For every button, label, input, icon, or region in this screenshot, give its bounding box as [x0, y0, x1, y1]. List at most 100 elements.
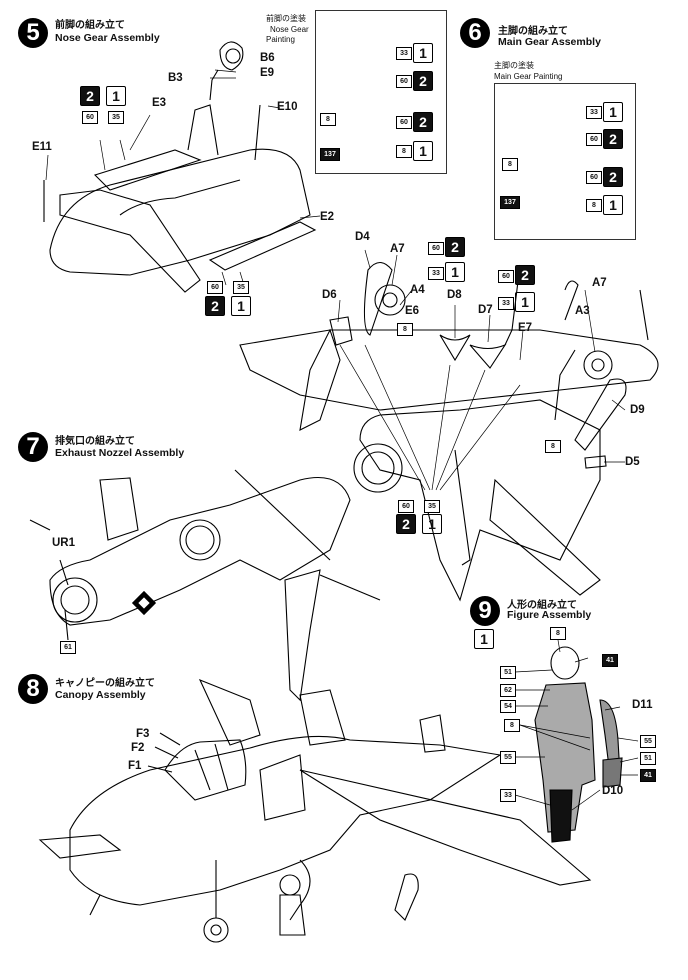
main-gear-painting-en: Main Gear Painting — [494, 72, 563, 81]
color-55-chip: 55 — [640, 735, 656, 748]
color-8-chip: 8 — [397, 323, 413, 336]
part-d8-label: D8 — [447, 289, 462, 301]
color-51-chip: 51 — [500, 666, 516, 679]
nose-gear-painting-jp: 前脚の塗装 — [266, 14, 306, 23]
color-8-chip: 8 — [396, 145, 412, 158]
paint-badge-1: 1 — [445, 262, 465, 282]
color-60-chip: 60 — [396, 116, 412, 129]
part-e11-label: E11 — [32, 141, 52, 153]
color-33-chip: 33 — [500, 789, 516, 802]
part-a7-label: A7 — [390, 243, 405, 255]
paint-badge-2: 2 — [413, 112, 433, 132]
color-51-chip: 51 — [640, 752, 656, 765]
paint-badge-1: 1 — [603, 195, 623, 215]
part-d9-label: D9 — [630, 404, 645, 416]
part-e2-label: E2 — [320, 211, 335, 223]
step-6-title-jp: 主脚の組み立て — [498, 26, 568, 37]
part-d4-label: D4 — [355, 231, 370, 243]
color-54-chip: 54 — [500, 700, 516, 713]
part-a4-label: A4 — [410, 284, 425, 296]
part-a3-label: A3 — [575, 305, 590, 317]
step-5-title-en: Nose Gear Assembly — [55, 32, 160, 44]
part-e6-label: E6 — [405, 305, 420, 317]
part-d6-label: D6 — [322, 289, 337, 301]
step-7-title-en: Exhaust Nozzel Assembly — [55, 447, 185, 459]
step5-leaders — [45, 69, 321, 286]
step-5-title-jp: 前脚の組み立て — [55, 20, 125, 31]
nose-gear-painting-en-1: Nose Gear — [270, 25, 309, 34]
main-aircraft-drawing — [239, 261, 659, 602]
step-5-number: 5 — [18, 18, 48, 48]
step-8-title-en: Canopy Assembly — [55, 689, 146, 701]
color-41-chip: 41 — [602, 654, 618, 667]
part-ur1-label: UR1 — [52, 537, 76, 549]
step-9-title-en: Figure Assembly — [507, 609, 592, 621]
color-35-chip: 35 — [233, 281, 249, 294]
color-60-chip: 60 — [207, 281, 223, 294]
color-8-chip: 8 — [586, 199, 602, 212]
paint-badge-2: 2 — [603, 129, 623, 149]
exhaust-assembly-drawing — [29, 469, 381, 702]
part-d7-label: D7 — [478, 304, 493, 316]
color-8-chip: 8 — [545, 440, 561, 453]
step-9-title-jp: 人形の組み立て — [507, 600, 577, 611]
main-gear-painting-jp: 主脚の塗装 — [494, 61, 534, 70]
paint-badge-2: 2 — [413, 71, 433, 91]
paint-badge-2: 2 — [515, 265, 535, 285]
color-60-chip: 60 — [396, 75, 412, 88]
color-60-chip: 60 — [82, 111, 98, 124]
color-137-chip: 137 — [500, 196, 520, 209]
canopy-assembly-drawing — [38, 678, 592, 943]
paint-badge-1: 1 — [474, 629, 494, 649]
color-60-chip: 60 — [398, 500, 414, 513]
paint-badge-1: 1 — [231, 296, 251, 316]
part-e3-label: E3 — [152, 97, 167, 109]
color-35-chip: 35 — [108, 111, 124, 124]
color-8-chip: 8 — [550, 627, 566, 640]
step-6-number: 6 — [460, 18, 490, 48]
paint-badge-1: 1 — [106, 86, 126, 106]
color-62-chip: 62 — [500, 684, 516, 697]
color-137-chip: 137 — [320, 148, 340, 161]
paint-badge-2: 2 — [80, 86, 100, 106]
figure-leaders — [514, 639, 639, 811]
nose-gear-painting-box — [315, 10, 447, 174]
pilot-figure-drawing — [534, 646, 623, 843]
color-61-chip: 61 — [60, 641, 76, 654]
step-6-title-en: Main Gear Assembly — [498, 36, 601, 48]
color-33-chip: 33 — [396, 47, 412, 60]
paint-badge-1: 1 — [603, 102, 623, 122]
step-8-number: 8 — [18, 674, 48, 704]
part-f1-label: F1 — [128, 760, 142, 772]
color-33-chip: 33 — [586, 106, 602, 119]
paint-badge-2: 2 — [603, 167, 623, 187]
part-d10-label: D10 — [602, 785, 624, 797]
part-e10-label: E10 — [277, 101, 298, 113]
color-60-chip: 60 — [498, 270, 514, 283]
color-41-chip: 41 — [640, 769, 656, 782]
color-33-chip: 33 — [428, 267, 444, 280]
part-e9-label: E9 — [260, 67, 275, 79]
color-8-chip: 8 — [504, 719, 520, 732]
part-e7-label: E7 — [518, 322, 533, 334]
step-8-title-jp: キャノピーの組み立て — [55, 678, 155, 689]
step-9-number: 9 — [470, 596, 500, 626]
part-f2-label: F2 — [131, 742, 145, 754]
part-b3-label: B3 — [168, 72, 183, 84]
step-7-number: 7 — [18, 432, 48, 462]
main-assembly-leaders — [337, 249, 626, 491]
color-8-chip: 8 — [320, 113, 336, 126]
part-a7-label: A7 — [592, 277, 607, 289]
step-7-title-jp: 排気口の組み立て — [55, 436, 135, 447]
nose-fuselage-drawing — [43, 41, 317, 293]
part-f3-label: F3 — [136, 728, 150, 740]
color-60-chip: 60 — [428, 242, 444, 255]
paint-badge-1: 1 — [413, 43, 433, 63]
paint-badge-2: 2 — [445, 237, 465, 257]
paint-badge-2: 2 — [205, 296, 225, 316]
color-55-chip: 55 — [500, 751, 516, 764]
paint-badge-2: 2 — [396, 514, 416, 534]
color-60-chip: 60 — [586, 133, 602, 146]
color-33-chip: 33 — [498, 297, 514, 310]
paint-badge-1: 1 — [413, 141, 433, 161]
